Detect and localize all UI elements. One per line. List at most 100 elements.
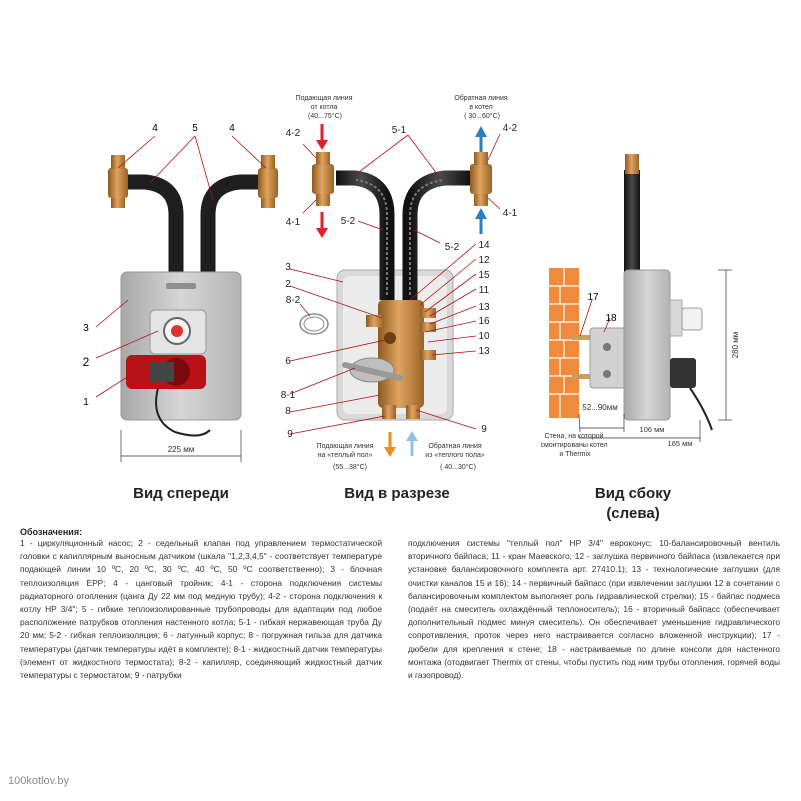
- side-dim-lines: [578, 269, 732, 442]
- side-callout-18: 18: [605, 313, 617, 324]
- section-callout-3: 3: [285, 262, 291, 273]
- section-callout-16: 16: [478, 316, 490, 327]
- front-view-title: Вид спереди: [133, 485, 229, 502]
- front-callout-2: 2: [83, 355, 90, 369]
- front-dim-width: 225 мм: [168, 445, 195, 454]
- section-callout-2: 2: [285, 279, 291, 290]
- pump-cable: [155, 387, 211, 437]
- cold-arrow-up-2-icon: [475, 208, 487, 234]
- section-callout-11: 11: [479, 285, 490, 296]
- section-hose-right-corrugation: [409, 179, 445, 295]
- thermostatic-head-dot: [171, 325, 183, 337]
- legend-title: Обозначения:: [20, 527, 83, 537]
- brass-outlet-left: [382, 405, 396, 419]
- section-callout-13-a: 13: [478, 302, 490, 313]
- side-dim-height: 280 мм: [731, 332, 740, 359]
- side-dim-depth-1: 106 мм: [640, 425, 665, 434]
- supply-floor-label: Подающая линия на «теплый пол» (55...38°…: [317, 443, 376, 471]
- section-callout-lines: [289, 133, 501, 435]
- thermix-diagram: 225 мм 4 5 4 3 2 1 Подающая линия от кот…: [83, 94, 740, 471]
- brass-branch-right-2: [420, 322, 436, 332]
- brass-body: [378, 300, 424, 408]
- brass-branch-right-1: [420, 308, 436, 318]
- section-callout-10: 10: [478, 331, 490, 342]
- side-view-subtitle: (слева): [606, 505, 660, 522]
- side-callout-17: 17: [587, 292, 599, 303]
- capillary-coil-inner: [303, 316, 325, 332]
- section-callout-5-2-b: 5-2: [445, 242, 460, 253]
- cold-arrow-up-icon: [475, 126, 487, 152]
- front-label-plate: [166, 283, 196, 289]
- front-tee-right: [258, 168, 278, 198]
- front-tee-left-bottom: [111, 198, 125, 208]
- front-hose-left: [126, 174, 184, 282]
- section-callout-8-1: 8-1: [281, 390, 296, 401]
- return-to-boiler-label: Обратная линия в котел ( 30...60°C): [454, 94, 509, 120]
- wall-dowel-top: [572, 335, 592, 340]
- capillary-coil: [299, 313, 329, 335]
- section-callout-12: 12: [478, 255, 490, 266]
- floor-return-arrow-icon: [406, 431, 418, 456]
- section-tee-right-bottom: [474, 194, 488, 206]
- front-callout-lines: [95, 135, 267, 398]
- section-callout-5-2-a: 5-2: [341, 216, 356, 227]
- side-housing: [623, 269, 671, 421]
- section-callout-8-2: 8-2: [286, 295, 301, 306]
- legend-text-left: 1 - циркуляционный насос; 2 - седельный …: [20, 538, 382, 681]
- front-tee-right-bottom: [261, 198, 275, 208]
- section-callout-15: 15: [478, 270, 490, 281]
- section-callout-4-1-left: 4-1: [286, 217, 301, 228]
- section-tee-right-top: [474, 152, 488, 165]
- floor-supply-arrow-icon: [384, 432, 396, 457]
- section-view: Подающая линия от котла (40...75°C) Обра…: [281, 94, 518, 471]
- side-hose: [624, 170, 640, 274]
- brass-branch-left: [366, 315, 384, 327]
- side-view-title: Вид сбоку: [594, 485, 672, 502]
- bracket-bolt-bottom: [603, 370, 611, 378]
- watermark: 100kotlov.by: [8, 775, 69, 787]
- return-floor-label: Обратная линия из «теплого пола» ( 40...…: [425, 442, 486, 471]
- front-callout-1: 1: [83, 397, 89, 408]
- section-callout-4-2-left: 4-2: [286, 128, 301, 139]
- mounting-bracket: [589, 327, 627, 389]
- section-callout-14: 14: [478, 240, 490, 251]
- brass-valve-port: [384, 332, 396, 344]
- front-hose-right: [200, 174, 258, 282]
- brass-branch-right-3: [420, 350, 436, 360]
- side-thermo-head: [681, 307, 703, 331]
- section-callout-9-right: 9: [481, 424, 487, 435]
- hot-arrow-down-icon: [316, 124, 328, 150]
- section-callout-9-left: 9: [287, 429, 293, 440]
- section-callout-4-1-right: 4-1: [503, 208, 518, 219]
- side-callout-lines: [579, 299, 611, 337]
- sensor-well: [342, 362, 403, 381]
- front-view: 225 мм 4 5 4 3 2 1: [83, 123, 278, 462]
- side-dim-gap: 52...90мм: [582, 403, 617, 412]
- front-callout-3: 3: [83, 323, 89, 334]
- side-dim-depth-2: 165 мм: [668, 439, 693, 448]
- front-tee-right-top: [261, 155, 275, 169]
- front-tee-left: [108, 168, 128, 198]
- section-tee-left-bottom: [316, 194, 330, 206]
- section-tee-right: [470, 164, 492, 194]
- brick-wall: [549, 268, 579, 418]
- legend-text-right: подключения системы "теплый пол" НР 3/4"…: [408, 538, 780, 681]
- section-tee-left: [312, 164, 334, 194]
- side-thermo-body: [669, 299, 683, 337]
- section-callout-6: 6: [285, 356, 291, 367]
- section-callout-13-b: 13: [478, 346, 490, 357]
- side-pump-motor: [670, 358, 696, 388]
- wall-note: Стена, на которой смонтированы котел и T…: [540, 432, 609, 458]
- section-callout-8: 8: [285, 406, 291, 417]
- wall-dowel-bottom: [572, 374, 592, 379]
- pump-terminal-box: [150, 362, 174, 382]
- front-callout-4-right: 4: [229, 123, 235, 134]
- hot-arrow-down-2-icon: [316, 212, 328, 238]
- front-callout-5: 5: [192, 123, 198, 134]
- brass-outlet-right: [406, 405, 420, 419]
- side-pump-cable: [689, 387, 713, 431]
- section-view-title: Вид в разрезе: [344, 485, 450, 502]
- section-callout-5-1: 5-1: [392, 125, 407, 136]
- front-callout-4-left: 4: [152, 123, 158, 134]
- side-view: 280 мм 52...90мм 106 мм 165 мм Стена, на…: [540, 154, 740, 458]
